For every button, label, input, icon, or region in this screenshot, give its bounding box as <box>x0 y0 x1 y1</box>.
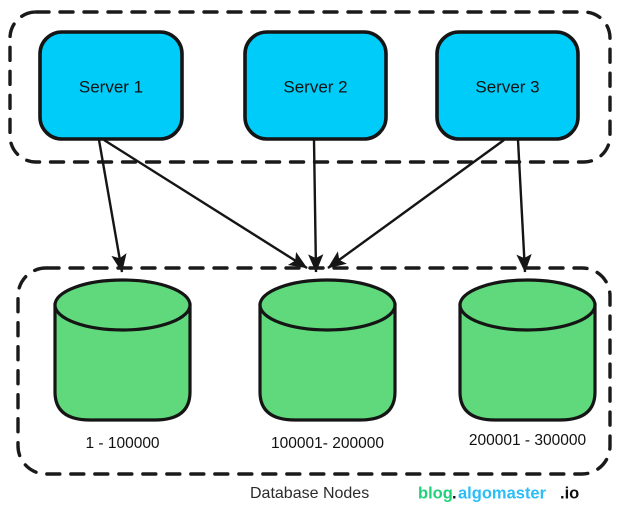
watermark-io: .io <box>560 484 579 502</box>
database-nodes-caption: Database Nodes <box>250 485 369 502</box>
watermark-blog: blog <box>418 484 453 502</box>
node-server-2[interactable]: Server 2 <box>243 30 388 141</box>
app-tier-dashed-container <box>8 10 612 164</box>
db-3-top-ellipse <box>458 278 597 332</box>
connector-server2-to-db2 <box>308 139 324 273</box>
db-2-top-ellipse <box>258 278 397 332</box>
server-3-label: Server 3 <box>475 77 539 96</box>
node-server-1[interactable]: Server 1 <box>38 30 184 141</box>
connector-server3-to-db3 <box>516 139 532 273</box>
connector-server3-to-db2 <box>327 139 505 269</box>
db-2-body[interactable] <box>258 303 397 422</box>
server-3-box[interactable] <box>435 30 580 141</box>
db-3-body[interactable] <box>458 303 597 422</box>
db-2-range-label: 100001- 200000 <box>271 435 384 452</box>
server-1-box[interactable] <box>38 30 184 141</box>
node-server-3[interactable]: Server 3 <box>435 30 580 141</box>
watermark: blog . algomaster .io <box>418 484 579 502</box>
connector-server1-to-db1 <box>97 139 127 273</box>
db-1-range-label: 1 - 100000 <box>85 435 159 452</box>
watermark-dot-separator: . <box>452 484 457 502</box>
server-2-label: Server 2 <box>283 77 347 96</box>
db-3-range-label: 200001 - 300000 <box>469 432 587 449</box>
node-db-2[interactable]: 100001- 200000 <box>258 278 397 452</box>
data-tier-dashed-container <box>16 266 612 476</box>
db-1-body[interactable] <box>53 303 192 422</box>
connector-server1-to-db2 <box>103 138 308 270</box>
watermark-algomaster: algomaster <box>458 484 547 502</box>
server-2-box[interactable] <box>243 30 388 141</box>
node-db-1[interactable]: 1 - 100000 <box>53 278 192 452</box>
node-db-3[interactable]: 200001 - 300000 <box>458 278 597 449</box>
db-1-top-ellipse <box>53 278 192 332</box>
server-1-label: Server 1 <box>79 77 143 96</box>
